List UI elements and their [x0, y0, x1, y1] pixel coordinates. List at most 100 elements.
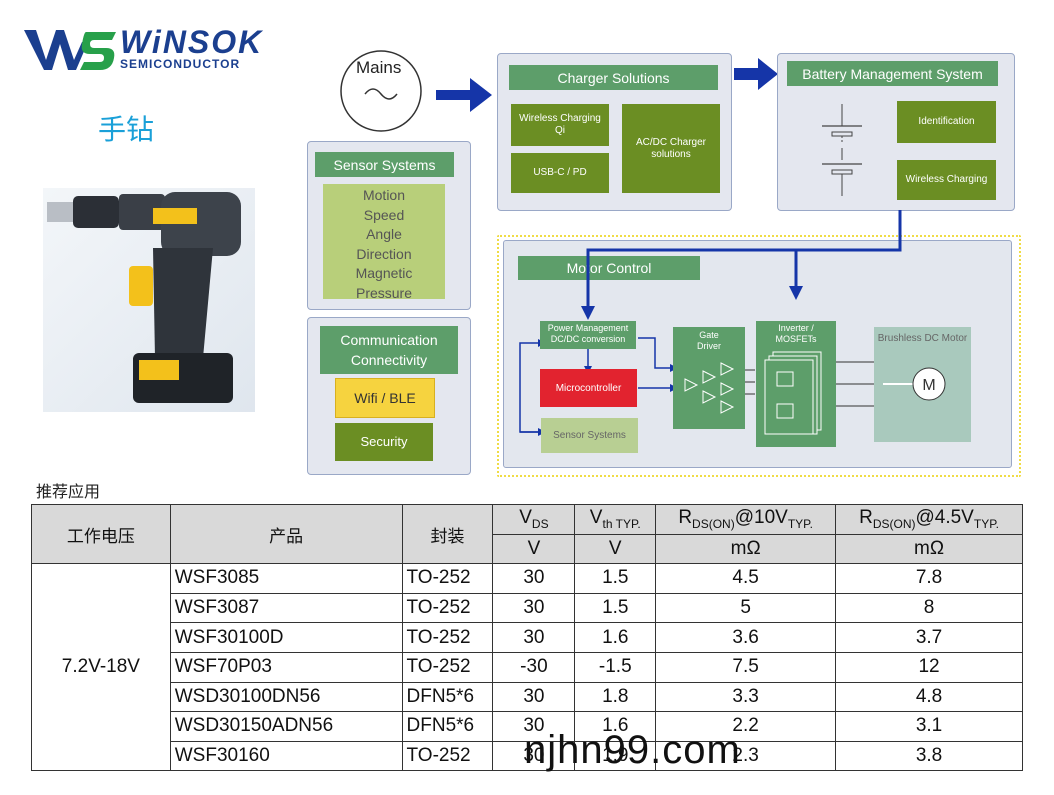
sensor-item: Angle — [366, 226, 402, 242]
r10-cell: 2.2 — [655, 711, 837, 742]
product-cell: WSF3087 — [169, 592, 403, 624]
power-management-line: DC/DC conversion — [550, 334, 626, 345]
mains-symbol — [340, 50, 422, 132]
unit-vds: V — [492, 533, 576, 565]
header-r10-cond: @10V — [734, 507, 788, 529]
identification-box: Identification — [897, 101, 996, 143]
header-vds: VDS — [492, 504, 576, 535]
header-r10-main: R — [678, 507, 693, 529]
r45-cell: 4.8 — [835, 681, 1023, 713]
communication-title-line: Communication — [340, 332, 438, 348]
vth-cell: 1.6 — [574, 711, 657, 742]
mains-label: Mains — [356, 58, 402, 77]
gate-driver-line: Driver — [697, 341, 721, 352]
product-cell: WSF3085 — [169, 563, 403, 594]
page-title: 手钻 — [98, 113, 155, 146]
header-r45-typ: TYP. — [973, 517, 999, 532]
inverter-mosfets-box: Inverter / MOSFETs — [756, 321, 836, 447]
r10-cell: 3.3 — [655, 681, 837, 713]
power-management-line: Power Management — [547, 323, 629, 333]
bms-title: Battery Management System — [787, 61, 998, 86]
bms-wireless-charging-box: Wireless Charging — [897, 160, 996, 200]
unit-vth: V — [574, 533, 657, 565]
r45-cell: 3.1 — [835, 711, 1023, 742]
vds-cell: 30 — [492, 681, 576, 713]
table-row: WSF30100D TO-252 30 1.6 3.6 3.7 — [32, 622, 1023, 653]
header-r45-cond: @4.5V — [915, 507, 974, 529]
voltage-cell: 7.2V-18V — [31, 563, 171, 772]
table-row: WSF3087 TO-252 30 1.5 5 8 — [32, 592, 1023, 624]
r45-cell: 3.7 — [835, 622, 1023, 653]
product-cell: WSF30160 — [169, 740, 403, 772]
brand-subtitle: SEMICONDUCTOR — [120, 57, 241, 71]
motor-control-dashed-border — [497, 235, 1021, 477]
vth-cell: 1.6 — [574, 622, 657, 653]
connector-lines — [519, 210, 902, 436]
header-rds-10v: RDS(ON)@10VTYP. — [655, 504, 837, 535]
header-vth-sub: th TYP. — [602, 517, 641, 532]
security-box: Security — [335, 423, 433, 461]
inverter-line: Inverter / — [778, 323, 814, 333]
header-rds-45v: RDS(ON)@4.5VTYP. — [835, 504, 1023, 535]
vds-cell: 30 — [492, 740, 576, 772]
package-cell: TO-252 — [401, 651, 494, 683]
vth-cell: 1.5 — [574, 563, 657, 594]
mosfet-stack-icon — [764, 351, 822, 434]
sensor-title: Sensor Systems — [315, 152, 454, 177]
vth-cell: 1.8 — [574, 681, 657, 713]
r10-cell: 3.6 — [655, 622, 837, 653]
gate-driver-icon — [684, 361, 735, 414]
arrow-right-icon — [734, 58, 778, 90]
r10-cell: 4.5 — [655, 563, 837, 594]
header-r45-sub: DS(ON) — [872, 517, 916, 532]
vds-cell: -30 — [492, 651, 576, 683]
header-vds-sub: DS — [531, 517, 549, 532]
battery-icon — [822, 104, 862, 196]
motor-sensor-systems-box: Sensor Systems — [541, 418, 638, 453]
brand-name: WiNSOK — [120, 24, 264, 60]
table-header-row: 工作电压 产品 封装 VDS Vth TYP. RDS(ON)@10VTYP. … — [31, 503, 1023, 565]
gate-driver-line: Gate — [699, 330, 719, 340]
drill-photo — [43, 188, 255, 412]
sensor-item: Motion — [362, 187, 406, 203]
drill-illustration — [47, 192, 241, 403]
table-row: WSD30100DN56 DFN5*6 30 1.8 3.3 4.8 — [32, 681, 1023, 713]
wireless-charging-qi-box: Wireless Charging Qi — [511, 104, 609, 146]
r45-cell: 8 — [835, 592, 1023, 624]
vds-cell: 30 — [492, 622, 576, 653]
sensor-item: Magnetic — [355, 265, 413, 281]
sensor-item: Pressure — [355, 284, 413, 301]
r10-cell: 7.5 — [655, 651, 837, 683]
vth-cell: 1.9 — [574, 740, 657, 772]
brushless-dc-motor-label: Brushless DC Motor — [877, 333, 968, 344]
header-package: 封装 — [401, 503, 494, 565]
brushless-dc-motor-box: Brushless DC Motor M — [874, 327, 971, 442]
package-cell: DFN5*6 — [401, 711, 494, 742]
wifi-ble-box: Wifi / BLE — [335, 378, 435, 418]
header-product: 产品 — [169, 503, 403, 565]
inverter-line: MOSFETs — [775, 334, 817, 345]
table-unit-row: V V mΩ mΩ — [32, 533, 1023, 565]
header-r45-main: R — [859, 507, 873, 529]
arrow-right-icon — [436, 78, 492, 112]
package-cell: TO-252 — [401, 563, 494, 594]
header-r10-typ: TYP. — [787, 517, 813, 532]
communication-title-line: Connectivity — [350, 352, 428, 368]
motor-symbol: M — [922, 377, 935, 394]
sensor-item: Direction — [356, 245, 412, 262]
header-r10-sub: DS(ON) — [692, 517, 735, 532]
r45-cell: 12 — [835, 651, 1023, 683]
usbc-pd-box: USB-C / PD — [511, 153, 609, 193]
watermark-text: njhn99.com — [524, 728, 741, 772]
vds-cell: 30 — [492, 563, 576, 594]
unit-r10: mΩ — [655, 533, 837, 565]
r10-cell: 2.3 — [655, 740, 837, 772]
gate-driver-box: Gate Driver — [673, 327, 745, 429]
motor-icon: M — [882, 367, 945, 401]
sensor-item: Speed — [363, 206, 405, 223]
package-cell: DFN5*6 — [401, 681, 494, 713]
sensor-list: Motion Speed Angle Direction Magnetic Pr… — [323, 184, 445, 301]
package-cell: TO-252 — [401, 592, 494, 624]
r10-cell: 5 — [655, 592, 837, 624]
package-cell: TO-252 — [401, 740, 494, 772]
